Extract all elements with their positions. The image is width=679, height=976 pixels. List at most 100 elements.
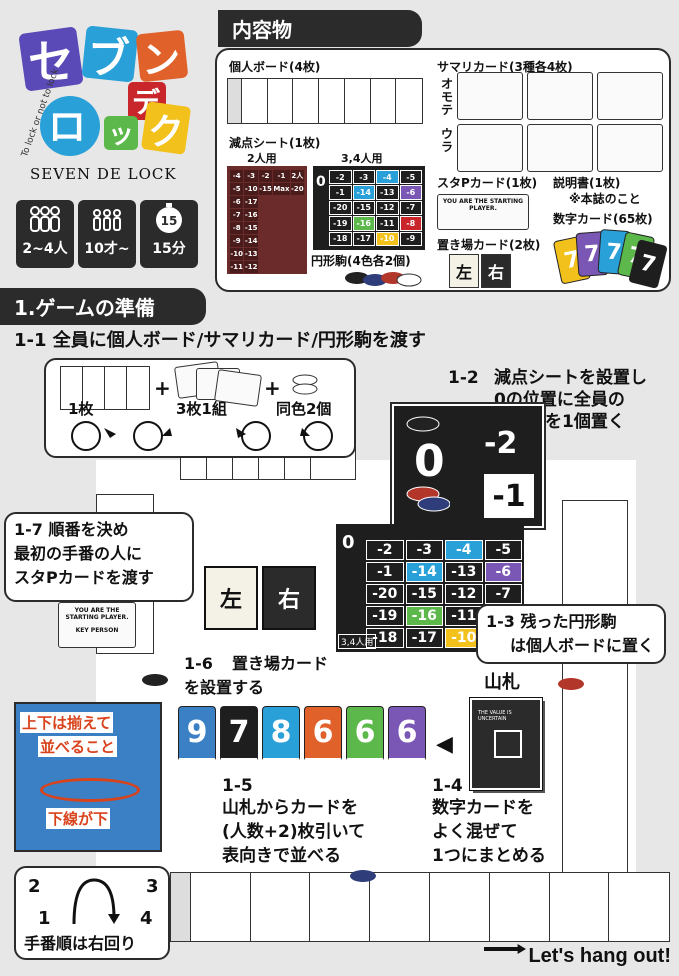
time-label: 15分 <box>152 241 186 257</box>
player-count-badge: 2~4人 <box>16 200 74 268</box>
penalty-sheet-34p: -2-3-4-5-1-14-13-6-20-15-12-7-19-16-11-8… <box>313 166 425 250</box>
penalty-cell: -10 <box>376 231 399 246</box>
piece-left <box>142 674 168 686</box>
penalty-2p-cell: 2人 <box>290 170 304 182</box>
timer-badge-number: 15 <box>161 214 178 228</box>
pieces-label: 円形駒(4色各2個) <box>311 254 411 268</box>
align-text-2: 並べること <box>38 736 118 757</box>
align-text-1: 上下は揃えて <box>20 712 114 733</box>
penalty-cell: -6 <box>484 562 522 582</box>
penalty-cell: -8 <box>399 216 422 231</box>
piece-right <box>558 678 584 690</box>
step-1-1-bubble: + + 1枚 3枚1組 同色2個 <box>44 358 356 458</box>
step-1-5-num: 1-5 <box>222 776 253 796</box>
penalty-cell: -9 <box>399 231 422 246</box>
step-1-7-line1: 1-7 順番を決め <box>14 520 129 539</box>
place-card-right: 右 <box>481 254 511 288</box>
label-one: 1枚 <box>68 400 94 418</box>
penalty-cell: -13 <box>445 562 483 582</box>
players-icon <box>16 200 74 238</box>
seat-2: 2 <box>28 876 41 897</box>
penalty-2p-cell: -3 <box>244 170 258 182</box>
summary-card-back-1 <box>457 124 523 172</box>
penalty-2p-cell <box>291 235 304 247</box>
manual-note: ※本誌のこと <box>569 192 641 206</box>
penalty-2p-cell <box>273 261 289 273</box>
penalty-2p-cell <box>259 196 272 208</box>
game-logo: セ ブ ン デ ロ ッ ク <box>8 18 208 188</box>
step-1-5-line1: 山札からカードを <box>222 798 358 818</box>
penalty-cell: -15 <box>352 200 375 216</box>
penalty-2p-cell <box>273 222 289 234</box>
penalty-2p-cell: -10 <box>244 183 258 195</box>
step-1-4-num: 1-4 <box>432 776 463 796</box>
logo-char-1: セ <box>28 35 74 89</box>
penalty-2p-cell: -13 <box>244 248 258 260</box>
clockwise-arrow-icon <box>72 878 120 925</box>
penalty-cell: -20 <box>366 584 404 604</box>
plus-1: + <box>154 376 171 400</box>
zoom-pieces <box>406 416 450 512</box>
penalty-cell: -18 <box>329 231 352 246</box>
step-1-7-bubble: 1-7 順番を決め 最初の手番の人に スタPカードを渡す <box>4 512 194 602</box>
penalty-2p-cell: -1 <box>273 170 290 182</box>
arrow-right-icon <box>484 944 526 954</box>
penalty-cell: -12 <box>376 200 399 216</box>
summary-card-front-1 <box>457 72 523 120</box>
manual-label: 説明書(1枚) <box>553 176 621 190</box>
penalty-cell: -3 <box>405 540 443 560</box>
penalty-cell: -11 <box>376 216 399 231</box>
penalty-2p-label: 2人用 <box>247 152 277 165</box>
penalty-2p-cell <box>259 248 272 260</box>
penalty-2p-cell <box>259 222 272 234</box>
zoom-minus1: -1 <box>484 474 534 518</box>
place-card-label: 置き場カード(2枚) <box>437 238 541 252</box>
summary-back-label: ウラ <box>441 127 454 155</box>
table-start-card: YOU ARE THE STARTING PLAYER. KEY PERSON <box>58 602 136 648</box>
penalty-cell: -2 <box>366 540 404 560</box>
penalty-2p-cell <box>273 196 289 208</box>
penalty-cell: -4 <box>376 170 399 185</box>
penalty-2p-cell <box>273 248 289 260</box>
penalty-cell: -16 <box>405 606 443 626</box>
arrow-left-icon: ◀ <box>436 732 453 757</box>
penalty-cell: -7 <box>399 200 422 216</box>
penalty-2p-cell: -10 <box>230 248 244 260</box>
penalty-cell: -10 <box>445 628 483 648</box>
underline-text: 下線が下 <box>46 808 111 829</box>
penalty-2p-cell <box>291 196 304 208</box>
step-1-6-num: 1-6 <box>184 654 213 673</box>
table-zero: 0 <box>342 532 355 553</box>
step-1-3-bubble: 1-3 残った円形駒 は個人ボードに置く <box>476 604 666 664</box>
label-three-set: 3枚1組 <box>176 400 227 418</box>
summary-card-label: サマリカード(3種各4枚) <box>437 60 573 74</box>
zoom-zero: 0 <box>414 436 445 487</box>
underline-circle <box>40 778 140 802</box>
penalty-2p-cell <box>273 209 289 221</box>
step-1-7-line2: 最初の手番の人に <box>14 544 143 563</box>
zero-mark: 0 <box>316 174 326 190</box>
penalty-2p-cell: Max <box>273 183 290 195</box>
penalty-cell: -5 <box>484 540 522 560</box>
step-1-2-line1: 減点シートを設置し <box>494 368 647 388</box>
penalty-cell: -17 <box>405 628 443 648</box>
personal-board-label: 個人ボード(4枚) <box>229 60 321 74</box>
timer-icon: 15 <box>140 200 198 238</box>
penalty-2p-cell: -6 <box>230 196 244 208</box>
penalty-2p-cell: -12 <box>244 261 258 273</box>
penalty-2p-cell: -17 <box>244 196 258 208</box>
penalty-cell: -17 <box>352 231 375 246</box>
penalty-cell: -16 <box>352 216 375 231</box>
step-1-2-num: 1-2 <box>448 368 479 388</box>
number-cards-label: 数字カード(65枚) <box>553 212 653 226</box>
penalty-2p-cell: -14 <box>244 235 258 247</box>
number-card: 8 <box>262 706 300 762</box>
penalty-cell: -20 <box>329 200 352 216</box>
penalty-cell: -14 <box>405 562 443 582</box>
penalty-cell: -14 <box>352 185 375 200</box>
penalty-cell: -7 <box>484 584 522 604</box>
penalty-cell: -13 <box>376 185 399 200</box>
number-card: 7 <box>220 706 258 762</box>
